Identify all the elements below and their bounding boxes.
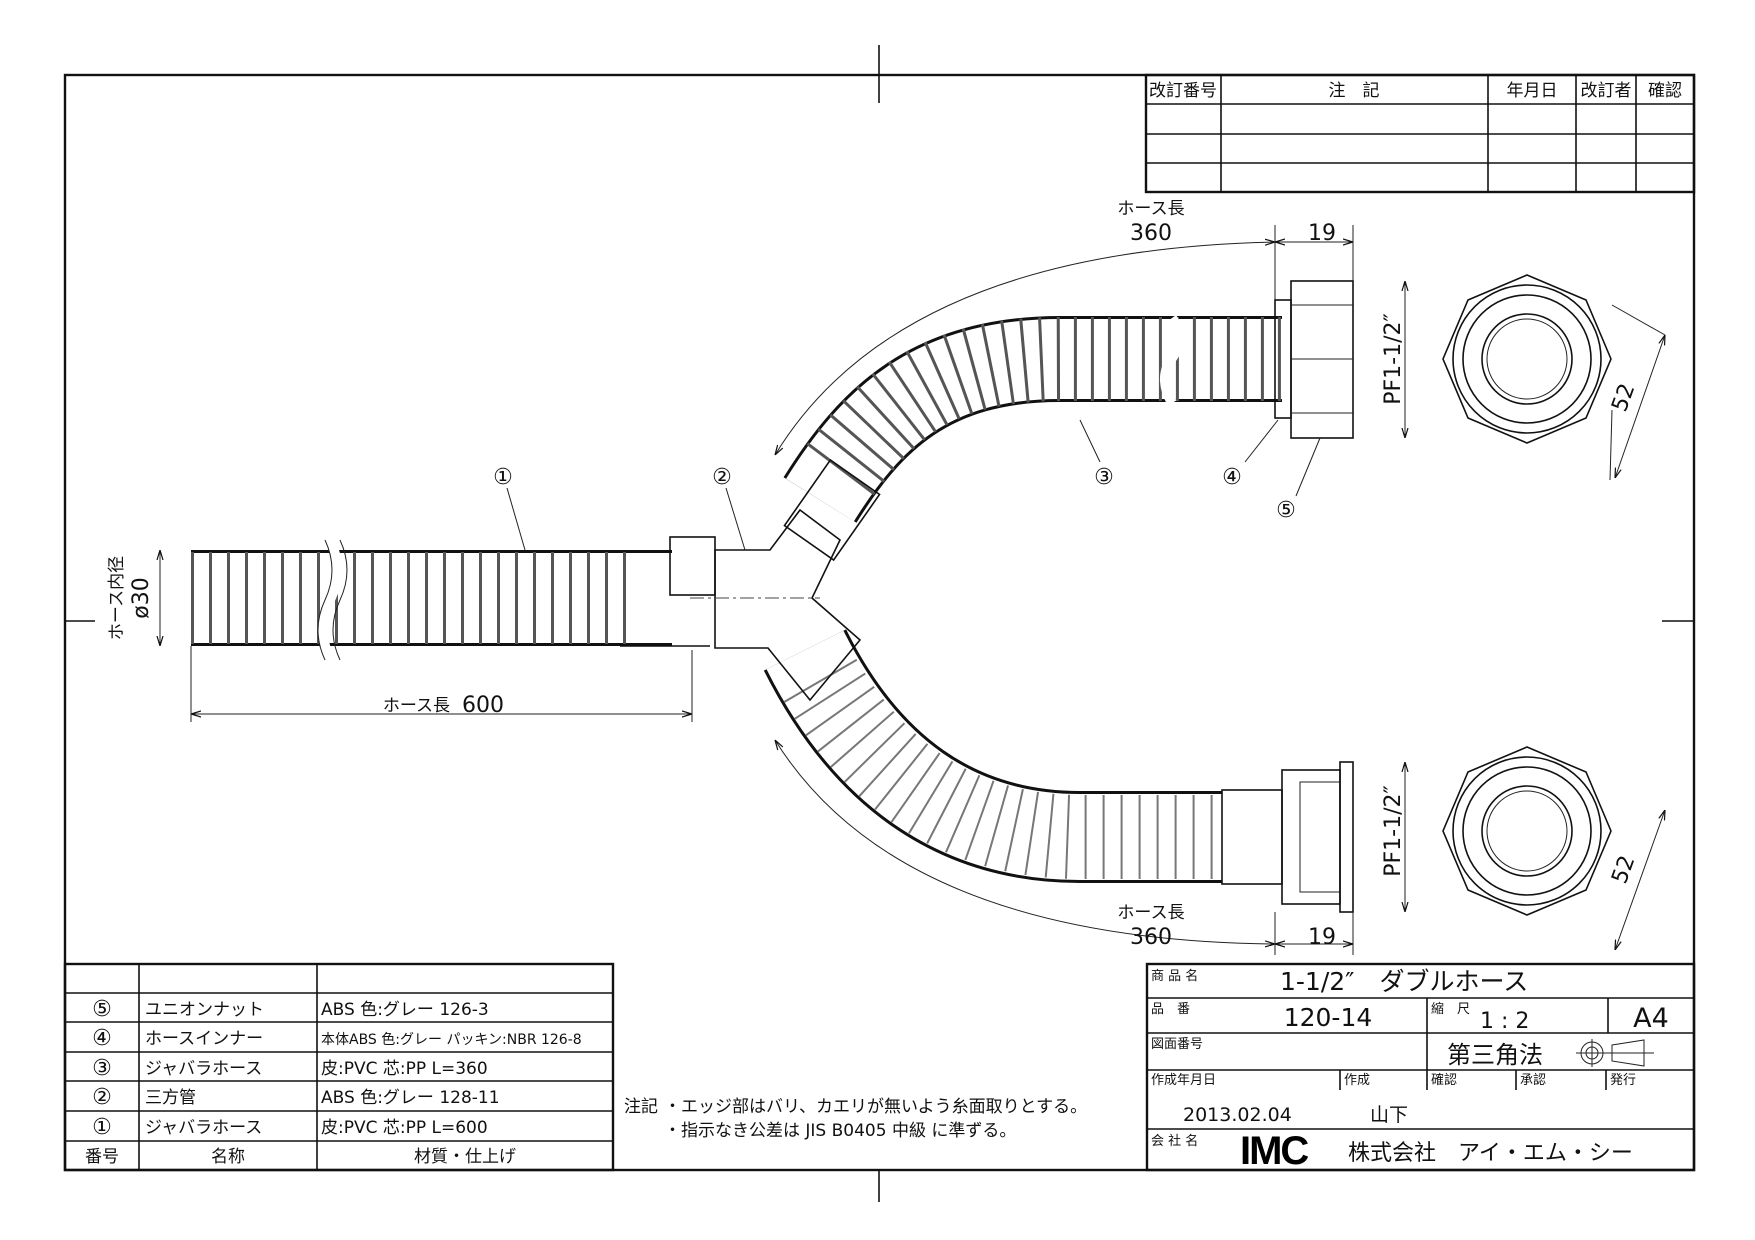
- revision-table: 改訂番号 注 記 年月日 改訂者 確認: [1144, 73, 1696, 194]
- company-name: 株式会社 アイ・エム・シー: [1348, 1141, 1633, 1166]
- center-marks: [65, 45, 1694, 1202]
- notes-label: 注記: [624, 1097, 658, 1117]
- parts-row: ② 三方管 ABS 色:グレー 128-11: [92, 1085, 499, 1110]
- lower-union-nut: [1281, 761, 1354, 913]
- rev-header-check: 確認: [1648, 81, 1682, 101]
- upper-thread-size: PF1-1/2″: [1381, 313, 1406, 404]
- straight-hose: [191, 536, 716, 663]
- rev-header-number: 改訂番号: [1149, 81, 1217, 101]
- part-number: ⑤: [92, 997, 112, 1022]
- date-label: 作成年月日: [1151, 1073, 1216, 1088]
- issue-label: 発行: [1610, 1073, 1636, 1088]
- part-no-label: 品 番: [1151, 1002, 1190, 1017]
- upper-hose-length: 360: [1130, 221, 1172, 246]
- part-material: ABS 色:グレー 128-11: [321, 1088, 500, 1108]
- product-name: 1-1/2″ ダブルホース: [1280, 967, 1528, 996]
- upper-hose: [783, 315, 1282, 523]
- lower-end-view: [1442, 746, 1612, 916]
- scale-label: 縮 尺: [1431, 1001, 1470, 1017]
- note-line-1: ・エッジ部はバリ、カエリが無いよう糸面取りとする。: [664, 1097, 1087, 1117]
- rev-header-date: 年月日: [1507, 81, 1558, 101]
- parts-row: ③ ジャバラホース 皮:PVC 芯:PP L=360: [92, 1056, 488, 1081]
- rev-header-note: 注 記: [1329, 81, 1380, 101]
- part-material: ABS 色:グレー 126-3: [321, 1000, 489, 1020]
- company-label: 会 社 名: [1151, 1133, 1198, 1149]
- part-material: 本体ABS 色:グレー パッキン:NBR 126-8: [321, 1031, 582, 1048]
- straight-hose-length-label: ホース長: [383, 696, 450, 716]
- parts-row: ① ジャバラホース 皮:PVC 芯:PP L=600: [92, 1115, 488, 1140]
- lower-hex-size: 52: [1607, 852, 1640, 887]
- lower-hose: [763, 628, 1283, 885]
- lower-thread-size: PF1-1/2″: [1381, 785, 1406, 876]
- upper-nut-width: 19: [1308, 221, 1336, 246]
- part-name: ユニオンナット: [145, 1000, 264, 1020]
- paper-size: A4: [1633, 1003, 1669, 1034]
- upper-union-nut: [1274, 280, 1354, 439]
- projection-method: 第三角法: [1447, 1041, 1543, 1069]
- part-name: ジャバラホース: [145, 1118, 262, 1138]
- header-material: 材質・仕上げ: [414, 1147, 516, 1167]
- balloon-2: ②: [712, 465, 732, 490]
- part-number: ④: [92, 1026, 112, 1051]
- dimension-lines: [160, 225, 1665, 955]
- parts-table: ⑤ ユニオンナット ABS 色:グレー 126-3 ④ ホースインナー 本体AB…: [63, 962, 615, 1172]
- balloon-4: ④: [1222, 465, 1242, 490]
- title-block: 商 品 名 1-1/2″ ダブルホース 品 番 120-14 縮 尺 1 : 2…: [1145, 962, 1696, 1173]
- part-material: 皮:PVC 芯:PP L=360: [321, 1059, 488, 1079]
- tee-fitting: [690, 458, 881, 702]
- upper-end-view: [1442, 274, 1612, 444]
- author: 山下: [1370, 1104, 1408, 1126]
- note-line-2: ・指示なき公差は JIS B0405 中級 に準ずる。: [664, 1121, 1016, 1141]
- part-name: ホースインナー: [145, 1029, 263, 1049]
- inner-diameter-value: ø30: [129, 577, 154, 618]
- balloon-3: ③: [1094, 465, 1114, 490]
- lower-nut-width: 19: [1308, 925, 1336, 950]
- check-label: 確認: [1431, 1072, 1457, 1088]
- drawing-no-label: 図面番号: [1151, 1037, 1203, 1052]
- balloon-1: ①: [493, 465, 513, 490]
- header-name: 名称: [211, 1147, 245, 1167]
- approve-label: 承認: [1520, 1072, 1546, 1088]
- part-name: ジャバラホース: [145, 1059, 262, 1079]
- header-number: 番号: [85, 1147, 119, 1167]
- parts-row: ④ ホースインナー 本体ABS 色:グレー パッキン:NBR 126-8: [92, 1026, 582, 1051]
- scale: 1 : 2: [1480, 1009, 1529, 1034]
- author-label: 作成: [1344, 1073, 1370, 1088]
- rev-header-reviser: 改訂者: [1581, 81, 1632, 101]
- parts-row: ⑤ ユニオンナット ABS 色:グレー 126-3: [92, 997, 489, 1022]
- part-number: ②: [92, 1085, 112, 1110]
- created-date: 2013.02.04: [1183, 1104, 1292, 1126]
- upper-hex-size: 52: [1607, 380, 1640, 415]
- lower-hose-length-label: ホース長: [1117, 903, 1184, 923]
- part-material: 皮:PVC 芯:PP L=600: [321, 1118, 488, 1138]
- product-name-label: 商 品 名: [1151, 968, 1198, 984]
- balloon-5: ⑤: [1276, 498, 1296, 523]
- part-no: 120-14: [1284, 1003, 1373, 1032]
- part-number: ①: [92, 1115, 112, 1140]
- straight-hose-length: 600: [462, 693, 504, 718]
- lower-hose-length: 360: [1130, 925, 1172, 950]
- company-logo: IMC: [1240, 1129, 1308, 1173]
- third-angle-projection-icon: [1576, 1039, 1654, 1067]
- inner-diameter-label: ホース内径: [107, 556, 127, 640]
- part-number: ③: [92, 1056, 112, 1081]
- upper-hose-length-label: ホース長: [1117, 199, 1184, 219]
- part-name: 三方管: [145, 1088, 196, 1108]
